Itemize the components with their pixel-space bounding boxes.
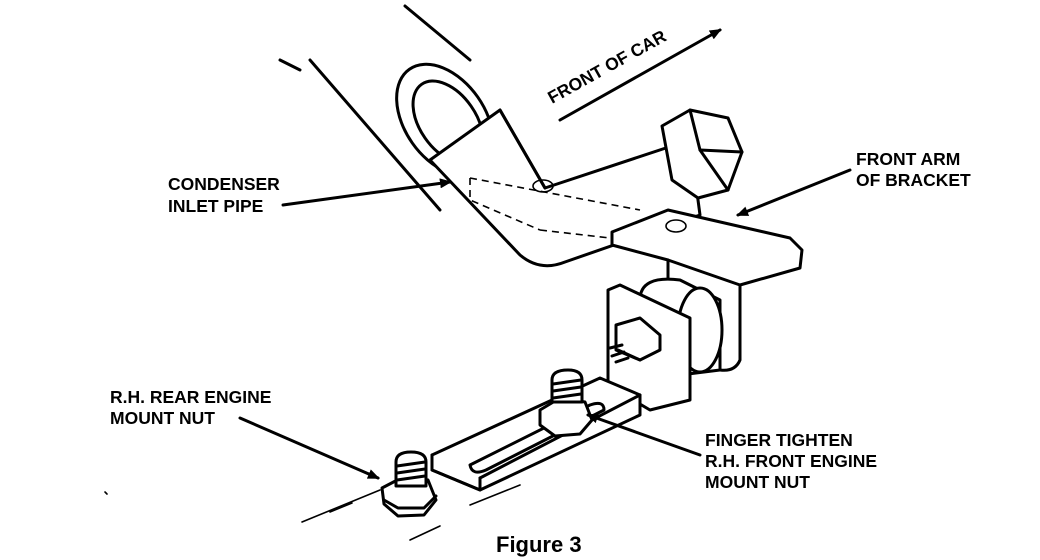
front-arm-label-line1: FRONT ARM <box>856 149 960 169</box>
condenser-label-line1: CONDENSER <box>168 174 280 194</box>
front-engine-mount-nut <box>538 368 594 438</box>
front-of-car-arrow <box>558 28 722 122</box>
finger-label-line2: R.H. FRONT ENGINE <box>705 451 877 471</box>
front-arm-label-line2: OF BRACKET <box>856 170 971 190</box>
rear-mount-label-line2: MOUNT NUT <box>110 408 215 428</box>
condenser-label-line2: INLET PIPE <box>168 196 263 216</box>
slotted-base-bracket <box>430 376 642 492</box>
figure-caption: Figure 3 <box>496 532 582 557</box>
rear-mount-label-line1: R.H. REAR ENGINE <box>110 387 271 407</box>
finger-label-line1: FINGER TIGHTEN <box>705 430 853 450</box>
hidden-tab <box>469 177 641 239</box>
leader-lines <box>238 168 852 480</box>
pipe-hex-nut <box>660 108 744 200</box>
reference-lines <box>104 484 521 541</box>
vertical-plate <box>606 283 692 412</box>
rear-engine-mount-nut <box>380 450 438 518</box>
finger-label-line3: MOUNT NUT <box>705 472 810 492</box>
